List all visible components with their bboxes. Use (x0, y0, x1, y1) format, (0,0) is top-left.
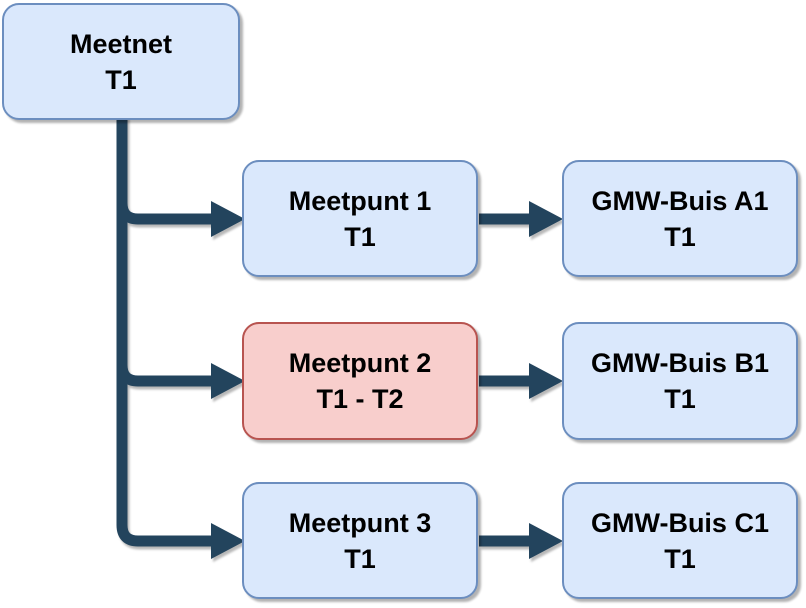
node-label-line1: GMW-Buis C1 (591, 507, 769, 538)
edge-arrowhead-gmw-b1 (529, 363, 563, 399)
node-label-line1: Meetpunt 1 (288, 185, 432, 216)
node-label-line2: T1 (344, 543, 376, 574)
edge-meetnet-meetpunt1 (116, 116, 212, 225)
node-label-line2: T1 (664, 221, 696, 252)
node-gmw-buis-c1: GMW-Buis C1 T1 (562, 482, 798, 599)
edge-arrowhead-meetpunt1 (211, 201, 245, 237)
node-label-line2: T1 (344, 221, 376, 252)
node-label-line1: GMW-Buis B1 (591, 348, 769, 378)
edge-meetnet-meetpunt3 (116, 116, 212, 547)
node-label-line2: T1 (105, 64, 137, 95)
node-meetpunt-3: Meetpunt 3 T1 (242, 482, 478, 599)
node-label-line2: T1 (664, 384, 696, 414)
node-gmw-buis-a1: GMW-Buis A1 T1 (562, 160, 798, 277)
node-label-line2: T1 - T2 (316, 384, 404, 414)
node-meetnet: Meetnet T1 (2, 3, 240, 120)
edge-meetnet-meetpunt2 (116, 116, 212, 387)
node-label-line1: Meetnet (69, 28, 172, 59)
node-label-line1: GMW-Buis A1 (591, 185, 769, 216)
edge-arrowhead-gmw-c1 (529, 523, 563, 559)
node-gmw-buis-b1: GMW-Buis B1 T1 (562, 322, 798, 440)
node-label-line2: T1 (664, 543, 696, 574)
edge-arrowhead-gmw-a1 (529, 201, 563, 237)
node-label-line1: Meetpunt 3 (288, 507, 432, 538)
node-meetpunt-1: Meetpunt 1 T1 (242, 160, 478, 277)
edge-arrowhead-meetpunt3 (211, 523, 245, 559)
node-label-line1: Meetpunt 2 (288, 348, 432, 378)
node-meetpunt-2: Meetpunt 2 T1 - T2 (242, 322, 478, 440)
edge-arrowhead-meetpunt2 (211, 363, 245, 399)
